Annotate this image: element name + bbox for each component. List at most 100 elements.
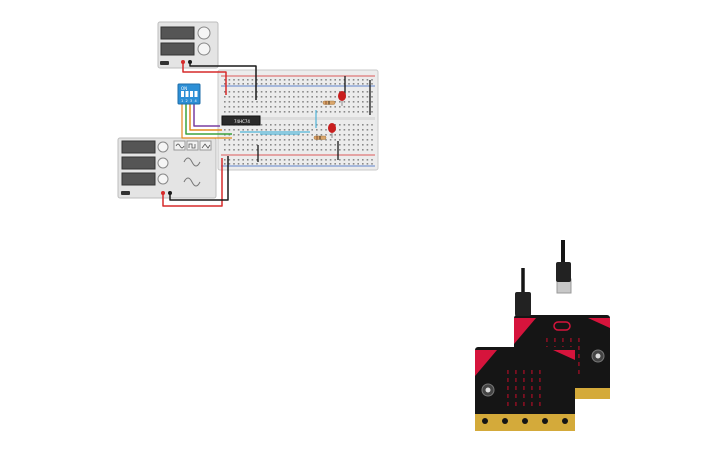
- breadboard-hole[interactable]: [247, 134, 249, 136]
- breadboard-hole[interactable]: [334, 79, 336, 81]
- breadboard-hole[interactable]: [297, 106, 300, 108]
- breadboard-hole[interactable]: [306, 91, 309, 93]
- breadboard-hole[interactable]: [329, 91, 332, 93]
- breadboard-hole[interactable]: [343, 149, 346, 151]
- breadboard-hole[interactable]: [283, 139, 286, 141]
- breadboard-hole[interactable]: [352, 106, 355, 108]
- power-supply-knob-current[interactable]: [197, 42, 211, 56]
- wire-cyan[interactable]: [240, 131, 310, 135]
- breadboard-hole[interactable]: [260, 163, 263, 165]
- led-bottom[interactable]: [328, 123, 336, 138]
- breadboard-hole[interactable]: [371, 144, 373, 146]
- breadboard-hole[interactable]: [329, 144, 332, 146]
- breadboard-hole[interactable]: [274, 129, 277, 131]
- breadboard-hole[interactable]: [302, 101, 304, 103]
- breadboard-hole[interactable]: [293, 129, 295, 131]
- breadboard-hole[interactable]: [371, 124, 373, 126]
- breadboard-hole[interactable]: [371, 134, 373, 136]
- breadboard-hole[interactable]: [251, 134, 254, 136]
- breadboard-hole[interactable]: [297, 149, 300, 151]
- breadboard-hole[interactable]: [343, 139, 346, 141]
- breadboard-hole[interactable]: [274, 96, 277, 98]
- breadboard-hole[interactable]: [247, 91, 249, 93]
- breadboard-hole[interactable]: [270, 144, 272, 146]
- breadboard-hole[interactable]: [316, 149, 318, 151]
- breadboard-hole[interactable]: [293, 79, 295, 81]
- breadboard-hole[interactable]: [224, 111, 226, 113]
- breadboard-hole[interactable]: [242, 134, 244, 136]
- breadboard-hole[interactable]: [306, 83, 309, 85]
- dip-switch-toggle-2[interactable]: [185, 91, 189, 97]
- breadboard-hole[interactable]: [251, 129, 254, 131]
- breadboard-hole[interactable]: [316, 96, 318, 98]
- breadboard-hole[interactable]: [348, 79, 350, 81]
- breadboard-hole[interactable]: [279, 149, 281, 151]
- breadboard-hole[interactable]: [325, 163, 327, 165]
- breadboard-hole[interactable]: [352, 96, 355, 98]
- breadboard-hole[interactable]: [228, 83, 231, 85]
- breadboard-hole[interactable]: [293, 139, 295, 141]
- breadboard-hole[interactable]: [329, 163, 332, 165]
- breadboard-hole[interactable]: [316, 83, 318, 85]
- wire-orange-2[interactable]: [181, 104, 232, 139]
- breadboard-hole[interactable]: [334, 83, 336, 85]
- breadboard-hole[interactable]: [260, 149, 263, 151]
- breadboard-hole[interactable]: [274, 111, 277, 113]
- breadboard-hole[interactable]: [352, 111, 355, 113]
- breadboard-hole[interactable]: [371, 83, 373, 85]
- breadboard-hole[interactable]: [371, 101, 373, 103]
- breadboard-hole[interactable]: [320, 163, 323, 165]
- breadboard-hole[interactable]: [242, 159, 244, 161]
- breadboard-hole[interactable]: [265, 111, 267, 113]
- breadboard-hole[interactable]: [334, 101, 336, 103]
- wire-orange[interactable]: [189, 104, 222, 131]
- breadboard-hole[interactable]: [306, 159, 309, 161]
- resistor-bottom[interactable]: [313, 135, 327, 140]
- breadboard-hole[interactable]: [265, 91, 267, 93]
- breadboard-hole[interactable]: [334, 106, 336, 108]
- breadboard-hole[interactable]: [260, 96, 263, 98]
- breadboard-hole[interactable]: [352, 159, 355, 161]
- breadboard-hole[interactable]: [325, 79, 327, 81]
- breadboard-hole[interactable]: [357, 96, 359, 98]
- breadboard-hole[interactable]: [297, 144, 300, 146]
- breadboard-hole[interactable]: [260, 139, 263, 141]
- breadboard-hole[interactable]: [274, 79, 277, 81]
- breadboard-hole[interactable]: [288, 139, 290, 141]
- breadboard-hole[interactable]: [270, 139, 272, 141]
- breadboard-hole[interactable]: [283, 129, 286, 131]
- breadboard-hole[interactable]: [320, 111, 323, 113]
- breadboard-hole[interactable]: [366, 139, 369, 141]
- breadboard-hole[interactable]: [348, 163, 350, 165]
- breadboard-hole[interactable]: [233, 144, 235, 146]
- breadboard-hole[interactable]: [283, 106, 286, 108]
- breadboard-hole[interactable]: [233, 149, 235, 151]
- breadboard-hole[interactable]: [311, 129, 313, 131]
- dip-switch-toggle-3[interactable]: [190, 91, 193, 97]
- breadboard-hole[interactable]: [233, 111, 235, 113]
- breadboard-hole[interactable]: [325, 96, 327, 98]
- breadboard-hole[interactable]: [228, 163, 231, 165]
- breadboard-hole[interactable]: [228, 149, 231, 151]
- breadboard-hole[interactable]: [320, 159, 323, 161]
- breadboard-hole[interactable]: [325, 144, 327, 146]
- breadboard-hole[interactable]: [233, 134, 235, 136]
- breadboard-hole[interactable]: [228, 79, 231, 81]
- breadboard-hole[interactable]: [279, 134, 281, 136]
- breadboard-hole[interactable]: [224, 163, 226, 165]
- breadboard-hole[interactable]: [237, 144, 240, 146]
- breadboard-hole[interactable]: [306, 79, 309, 81]
- breadboard-hole[interactable]: [247, 96, 249, 98]
- breadboard-hole[interactable]: [247, 144, 249, 146]
- breadboard-hole[interactable]: [316, 163, 318, 165]
- breadboard-hole[interactable]: [329, 149, 332, 151]
- breadboard-hole[interactable]: [224, 83, 226, 85]
- breadboard-hole[interactable]: [224, 101, 226, 103]
- breadboard-hole[interactable]: [228, 106, 231, 108]
- breadboard-hole[interactable]: [293, 91, 295, 93]
- edge-pad-gnd-icon[interactable]: [562, 418, 568, 424]
- breadboard-hole[interactable]: [320, 124, 323, 126]
- breadboard-hole[interactable]: [311, 106, 313, 108]
- breadboard-hole[interactable]: [316, 106, 318, 108]
- breadboard-hole[interactable]: [247, 83, 249, 85]
